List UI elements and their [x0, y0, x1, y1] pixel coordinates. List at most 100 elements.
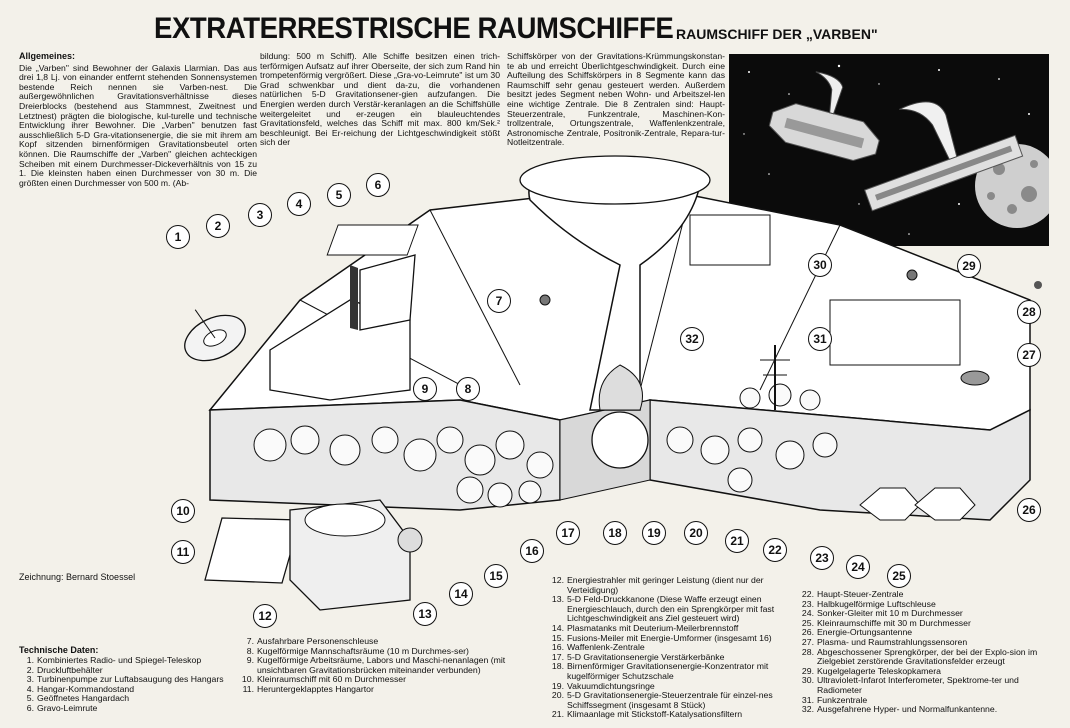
callout-6: 6 [366, 173, 390, 197]
legend-item-number: 6. [26, 702, 34, 713]
callout-25: 25 [887, 564, 911, 588]
legend-item: 7.Ausfahrbare Personenschleuse [236, 636, 536, 647]
legend-item-text: Gravo-Leimrute [37, 702, 98, 713]
legend-item-number: 5. [26, 693, 34, 704]
legend-item-text: Energie-Ortungsantenne [817, 627, 913, 638]
legend-item-text: Klimaanlage mit Stickstoff-Katalysations… [567, 709, 743, 720]
legend-item-number: 30. [801, 675, 814, 686]
legend-item: 27.Plasma- und Raumstrahlungssensoren [796, 636, 1061, 648]
legend-item: 2.Druckluftbehälter [16, 664, 246, 676]
legend-item: 23.Halbkugelförmige Luftschleuse [796, 598, 1061, 610]
callout-12: 12 [253, 604, 277, 628]
legend-item-number: 25. [801, 617, 814, 628]
hangar-door [204, 517, 301, 584]
legend-item-text: Funkzentrale [817, 694, 868, 705]
legend-item: 29.Kugelgelagerte Teleskopkamera [796, 665, 1061, 677]
callout-2: 2 [206, 214, 230, 238]
callout-24: 24 [846, 555, 870, 579]
legend-item-number: 10. [241, 674, 254, 685]
intro-text-2: bildung: 500 m Schiff). Alle Schiffe bes… [260, 51, 500, 148]
legend-item-number: 29. [801, 665, 814, 676]
legend-item-text: Haupt-Steuer-Zentrale [817, 589, 904, 599]
legend-item-number: 9. [246, 655, 254, 666]
legend-item-text: Fusions-Meiler mit Energie-Umformer (ins… [567, 632, 772, 643]
legend-item-text: Halbkugelförmige Luftschleuse [817, 598, 936, 609]
legend-item-number: 3. [26, 674, 34, 685]
legend-item-text: Hangar-Kommandostand [37, 683, 135, 694]
callout-11: 11 [171, 540, 195, 564]
callout-5: 5 [327, 183, 351, 207]
legend-item: 24.Sonker-Gleiter mit 10 m Durchmesser [796, 609, 1061, 619]
legend-item: 6.Gravo-Leimrute [16, 702, 246, 714]
legend-item: 8.Kugelförmige Mannschaftsräume (10 m Du… [236, 645, 536, 657]
intro-column-3: Schiffskörper von der Gravitations-Krümm… [507, 51, 725, 148]
legend-item-number: 1. [26, 655, 34, 665]
legend-item: 21.Klimaanlage mit Stickstoff-Katalysati… [546, 710, 803, 720]
legend-item: 26.Energie-Ortungsantenne [796, 628, 1061, 638]
legend-item-number: 26. [801, 627, 814, 638]
callout-20: 20 [684, 521, 708, 545]
legend-item-text: Ausgefahrene Hyper- und Normalfunkantenn… [817, 704, 998, 715]
intro-column-1: Allgemeines: Die „Varben" sind Bewohner … [19, 51, 257, 188]
legend-item-number: 28. [801, 646, 814, 657]
legend-item-text: Vakuumdichtungsringe [567, 680, 655, 691]
callout-19: 19 [642, 521, 666, 545]
legend-item: 10.Kleinraumschiff mit 60 m Durchmesser [236, 675, 536, 685]
legend-item: 13.5-D Feld-Druckkanone (Diese Waffe erz… [546, 594, 803, 624]
callout-21: 21 [725, 529, 749, 553]
legend-item-text: Kugelförmige Mannschaftsräume (10 m Durc… [257, 645, 469, 656]
legend-item-number: 16. [551, 642, 564, 653]
legend-item-number: 7. [246, 636, 254, 646]
callout-9: 9 [413, 377, 437, 401]
legend-item: 3.Turbinenpumpe zur Luftabsaugung des Ha… [16, 675, 246, 685]
legend-item-text: Kleinraumschiffe mit 30 m Durchmesser [817, 617, 971, 628]
legend-item: 12.Energiestrahler mit geringer Leistung… [546, 575, 803, 595]
legend-item-text: 5-D Gravitationsenergie-Steuerzentrale f… [567, 690, 773, 710]
callout-3: 3 [248, 203, 272, 227]
legend-item: 25.Kleinraumschiffe mit 30 m Durchmesser [796, 617, 1061, 629]
legend-item-number: 14. [551, 622, 564, 633]
legend-item: 1.Kombiniertes Radio- und Spiegel-Telesk… [16, 655, 246, 666]
legend-item: 18.Birnenförmiger Gravitationsenergie-Ko… [546, 661, 803, 681]
legend-item-number: 13. [551, 594, 564, 605]
callout-32: 32 [680, 327, 704, 351]
legend-list-1: 1.Kombiniertes Radio- und Spiegel-Telesk… [16, 655, 246, 714]
legend-item: 9.Kugelförmige Arbeitsräume, Labors und … [236, 655, 536, 675]
legend-item: 15.Fusions-Meiler mit Energie-Umformer (… [546, 632, 803, 644]
legend-item-number: 2. [26, 664, 34, 675]
callout-17: 17 [556, 521, 580, 545]
legend-item: 30.Ultraviolett-Infarot Interferometer, … [796, 675, 1061, 695]
legend-item: 31.Funkzentrale [796, 694, 1061, 706]
legend-item-text: Ultraviolett-Infarot Interferometer, Spe… [817, 675, 1019, 695]
legend-item: 11.Heruntergeklapptes Hangartor [236, 684, 536, 695]
legend-item-number: 27. [801, 636, 814, 647]
legend-item-text: 5-D Gravitationsenergie Verstärkerbänke [567, 651, 725, 662]
callout-16: 16 [520, 539, 544, 563]
callout-23: 23 [810, 546, 834, 570]
callout-22: 22 [763, 538, 787, 562]
legend-item-text: Birnenförmiger Gravitationsenergie-Konze… [567, 661, 769, 681]
legend-item: 14.Plasmatanks mit Deuterium-Meilerbrenn… [546, 622, 803, 634]
legend-item-number: 23. [801, 598, 814, 609]
space-scene-drawing [743, 64, 1049, 235]
hangar-roof-open [359, 254, 416, 331]
legend-item-number: 21. [551, 709, 564, 720]
legend-item: 22.Haupt-Steuer-Zentrale [796, 589, 1061, 600]
page-subtitle: RAUMSCHIFF DER „VARBEN" [676, 26, 878, 42]
callout-1: 1 [166, 225, 190, 249]
legend-item-text: Ausfahrbare Personenschleuse [257, 636, 379, 646]
callout-26: 26 [1017, 498, 1041, 522]
intro-text-3: Schiffskörper von der Gravitations-Krümm… [507, 51, 725, 148]
legend-item: 28.Abgeschossener Sprengkörper, der bei … [796, 646, 1061, 667]
callout-14: 14 [449, 582, 473, 606]
drawing-credit: Zeichnung: Bernard Stoessel [19, 572, 136, 582]
legend-item-text: Abgeschossener Sprengkörper, der bei der… [817, 646, 1038, 667]
legend-item-text: Plasma- und Raumstrahlungssensoren [817, 636, 968, 647]
intro-text-1: Die „Varben" sind Bewohner der Galaxis L… [19, 62, 257, 188]
legend-item: 4.Hangar-Kommandostand [16, 683, 246, 695]
legend-item: 16.Waffenlenk-Zentrale [546, 643, 803, 653]
legend-item-text: Kombiniertes Radio- und Spiegel-Teleskop [37, 655, 202, 665]
legend-item-number: 24. [801, 608, 814, 619]
callout-10: 10 [171, 499, 195, 523]
